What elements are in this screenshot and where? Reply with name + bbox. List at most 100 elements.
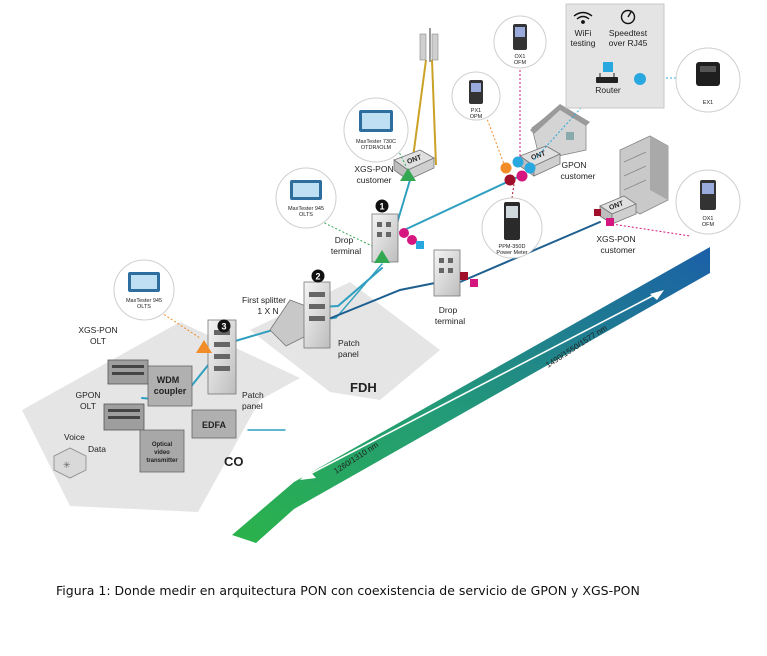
co-patch-panel-label: panel [242, 401, 263, 411]
instrument-label: MaxTester 730C [356, 139, 396, 145]
drop-terminal-lower[interactable] [433, 249, 461, 297]
orange-triangle-marker [196, 340, 212, 353]
test-point-number: 3 [222, 322, 227, 332]
px1-opm-bubble[interactable]: PX1 OPM [451, 71, 501, 121]
magenta-dot-marker [399, 228, 409, 238]
customer-label: customer [357, 175, 392, 185]
instrument-label: OTDR/iOLM [361, 145, 392, 151]
figure-caption-prefix: Figura 1: [56, 583, 111, 598]
magenta-square-marker [470, 279, 478, 287]
drop-terminal-labels: Drop terminal Drop terminal [331, 235, 465, 326]
ox1-ofm-bubble-right[interactable]: OX1 OFM [675, 169, 741, 235]
customer-label: GPON [561, 160, 586, 170]
cyan-square-marker [416, 241, 424, 249]
speedtest-label: over RJ45 [609, 38, 648, 48]
xgs-pon-olt-label: OLT [90, 336, 106, 346]
gpon-olt-label: GPON [75, 390, 100, 400]
ox1-ofm-bubble-top[interactable]: OX1 OFM [493, 15, 547, 69]
ont-label: ONT [530, 150, 547, 162]
instrument-label: OFM [514, 60, 527, 66]
test-point-2: 2 [311, 269, 325, 283]
gpon-olt-label: OLT [80, 401, 96, 411]
ont-label: ONT [406, 154, 423, 166]
edfa-device[interactable] [191, 409, 237, 439]
first-splitter-label: First splitter [242, 295, 286, 305]
customer-label: customer [561, 171, 596, 181]
magenta-dot-marker [407, 235, 417, 245]
customer-labels: XGS-PON customer GPON customer XGS-PON c… [354, 160, 635, 255]
fdh-label: FDH [350, 380, 377, 395]
instrument-label: Power Meter [496, 250, 527, 256]
drop-terminal-upper[interactable] [371, 213, 399, 263]
cyan-dot-marker [634, 73, 646, 85]
first-splitter-label: 1 X N [257, 306, 278, 316]
cyan-square-marker [603, 62, 613, 72]
drop-terminal-label: terminal [331, 246, 361, 256]
ppm-350d-power-meter-bubble[interactable]: PPM-350D Power Meter [481, 197, 543, 259]
ont-tower[interactable]: ONT [393, 149, 435, 181]
voice-switch-icon: ✳ [53, 447, 87, 479]
drop-terminal-label: Drop [439, 305, 458, 315]
figure-caption-text: Donde medir en arquitectura PON con coex… [114, 583, 640, 598]
svg-text:✳: ✳ [63, 461, 71, 471]
customer-label: XGS-PON [596, 234, 635, 244]
instrument-label: OPM [470, 114, 483, 120]
instrument-label: MaxTester 945 [126, 298, 162, 304]
maxtester-945-olts-bubble-co[interactable]: MaxTester 945 OLTS [113, 259, 175, 321]
co-platform: CO [22, 322, 300, 512]
maxtester-730c-otdr-bubble[interactable]: MaxTester 730C OTDR/iOLM [343, 97, 409, 163]
fdh-labels: First splitter 1 X N Patch panel [242, 295, 360, 359]
instrument-label: OLTS [137, 304, 151, 310]
wifi-testing-label: testing [570, 38, 595, 48]
test-point-number: 1 [380, 202, 385, 212]
green-triangle-marker [374, 250, 390, 263]
instrument-label: EX1 [703, 100, 713, 106]
instrument-label: OLTS [299, 212, 313, 218]
fdh-patch-panel-label: Patch [338, 338, 360, 348]
drop-terminal-label: terminal [435, 316, 465, 326]
figure-caption: Figura 1: Donde medir en arquitectura PO… [56, 583, 640, 598]
xgs-pon-olt-label: XGS-PON [78, 325, 117, 335]
instrument-label: OX1 [514, 54, 525, 60]
instrument-label: MaxTester 945 [288, 206, 324, 212]
test-point-1: 1 [375, 199, 389, 213]
fdh-patch-panel[interactable] [303, 281, 331, 349]
test-point-markers [196, 156, 614, 353]
optical-video-label: Optical [152, 442, 173, 448]
xgs-pon-building [619, 135, 669, 215]
dark-red-square-marker [460, 272, 468, 280]
wifi-icon [573, 11, 593, 24]
optical-video-transmitter[interactable] [139, 429, 185, 473]
optical-video-label: transmitter [146, 458, 178, 464]
instrument-label: OFM [702, 222, 715, 228]
speedtest-label: Speedtest [609, 28, 648, 38]
ex1-bubble[interactable]: EX1 [675, 47, 741, 113]
wdm-coupler-device[interactable] [147, 365, 193, 407]
co-equipment: ✳ [53, 319, 237, 479]
data-label: Data [88, 444, 106, 454]
co-patch-panel-label: Patch [242, 390, 264, 400]
edfa-label: EDFA [202, 420, 227, 430]
co-labels: XGS-PON OLT GPON OLT WDM coupler EDFA Op… [64, 325, 264, 464]
maxtester-945-olts-bubble-fdh[interactable]: MaxTester 945 OLTS [275, 167, 337, 229]
router-device[interactable] [596, 77, 618, 83]
co-label: CO [224, 454, 244, 469]
fdh-equipment [269, 281, 331, 349]
fdh-patch-panel-label: panel [338, 349, 359, 359]
ont-label: ONT [608, 200, 625, 212]
instrument-label: OX1 [702, 216, 713, 222]
ont-building[interactable]: ONT [599, 195, 637, 225]
optical-video-label: video [154, 450, 170, 456]
router-label: Router [595, 85, 621, 95]
router-test-box: WiFi testing Speedtest over RJ45 Router [565, 3, 665, 109]
test-point-number: 2 [316, 272, 321, 282]
wdm-label: WDM [157, 375, 180, 385]
cell-tower [411, 28, 439, 166]
customer-label: customer [601, 245, 636, 255]
wdm-label: coupler [154, 386, 187, 396]
test-point-3: 3 [217, 319, 231, 333]
drop-terminal-label: Drop [335, 235, 354, 245]
instrument-label: PX1 [471, 108, 481, 114]
wifi-testing-label: WiFi [575, 28, 592, 38]
